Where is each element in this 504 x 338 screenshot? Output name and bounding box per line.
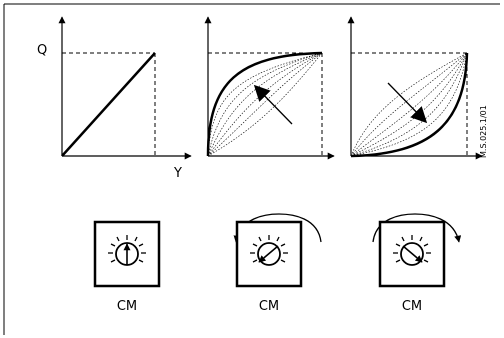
dial-cw: CM [372, 213, 462, 314]
x-axis-label: Y [173, 166, 182, 181]
dial-ccw-ticks [250, 235, 288, 263]
dial-ccw: CM [233, 213, 322, 314]
concave-arrow [253, 84, 293, 125]
concave-curve [206, 51, 323, 157]
dial-linear-label: CM [117, 299, 137, 314]
dial-ccw-pointer [258, 245, 279, 263]
convex-arrow [387, 82, 428, 124]
y-axis-label: Q [37, 43, 47, 58]
reference-code: M.S.025.1/01 [479, 105, 488, 158]
dial-linear: CM [93, 220, 161, 314]
concave-curve-family [207, 52, 323, 157]
dial-cw-label: CM [402, 299, 422, 314]
convex-curve [350, 52, 469, 158]
graph-linear: Q Y [37, 16, 192, 181]
dial-cw-ticks [393, 235, 431, 263]
dial-cw-pointer [402, 245, 423, 263]
linear-curve [61, 52, 156, 157]
dial-linear-ticks [108, 235, 146, 263]
dial-ccw-label: CM [259, 299, 279, 314]
convex-curve-family [350, 52, 468, 157]
graph-concave [204, 16, 335, 160]
graph-convex: M.S.025.1/01 [347, 16, 488, 160]
